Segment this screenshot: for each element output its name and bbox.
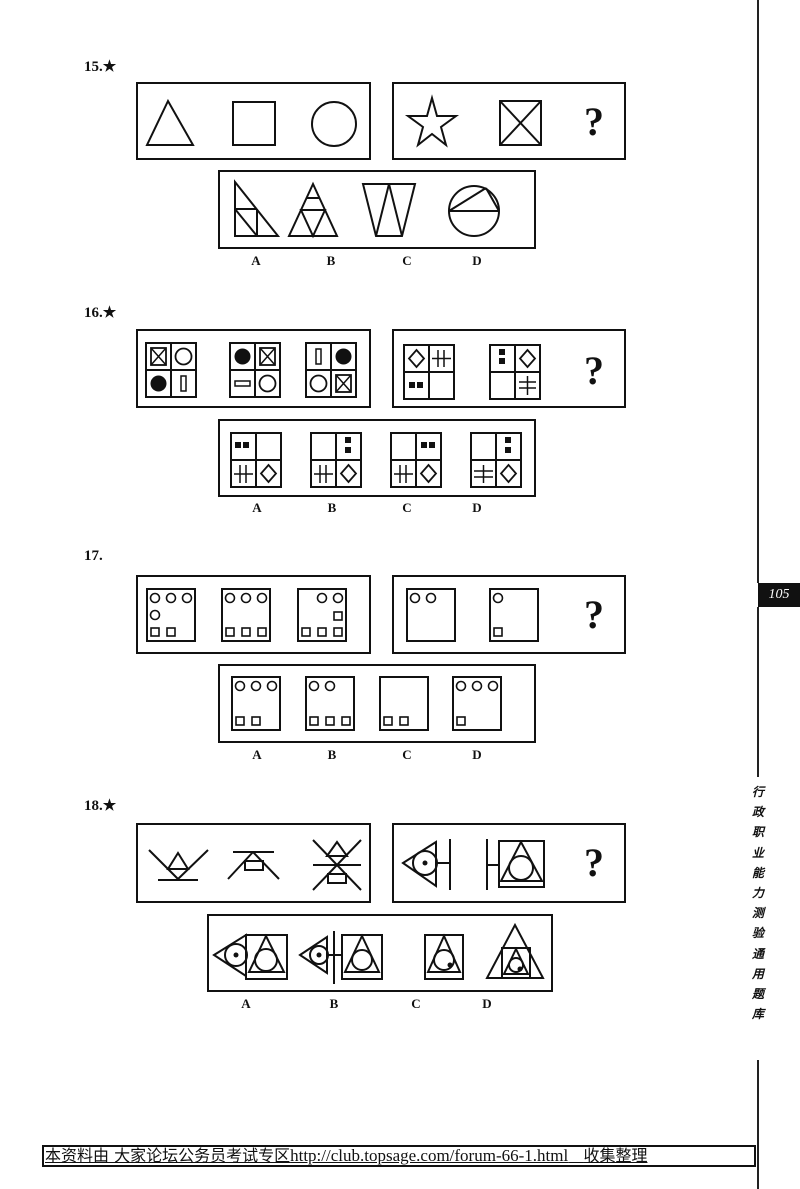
margin-rule-middle [757,607,759,777]
side-title-char: 业 [751,845,764,860]
option-label-b: B [327,500,337,515]
star-and-square-figures [404,94,542,148]
option-label-d: D [472,747,482,762]
side-title-char: 通 [751,946,764,961]
q16-options-panel [218,419,536,497]
side-title-char: 验 [751,926,764,941]
side-title-char: 能 [751,865,764,880]
question-15-number: 15.★ [84,57,116,76]
question-number: 18. [84,798,103,814]
page-number: 105 [758,583,800,607]
q17-figures-1 [146,588,347,642]
q17-figures-2 [406,588,539,642]
question-mark: ? [584,592,604,637]
side-title-char: 库 [751,1007,764,1022]
option-label-b: B [326,253,336,268]
option-label-c: C [402,747,412,762]
star-icon: ★ [102,798,117,814]
question-number: 17. [84,548,103,564]
q18-given-panel-2: ? [392,823,626,903]
margin-rule-bottom [757,1060,759,1189]
side-title-char: 力 [751,886,764,901]
side-title-char: 行 [751,785,764,799]
option-label-b: B [327,747,337,762]
star-icon: ★ [102,305,117,321]
option-label-a: A [251,253,261,268]
side-title-char: 测 [751,906,764,921]
q15-given-panel-1 [136,82,371,160]
footer-source-banner: 本资料由 大家论坛公务员考试专区http://club.topsage.com/… [42,1145,756,1167]
question-17-number: 17. [84,548,103,565]
side-title-char: 职 [751,825,764,840]
question-number: 16. [84,305,103,321]
footer-spacer [568,1147,583,1165]
side-title-char: 用 [751,966,764,981]
side-title-char: 政 [751,805,764,820]
q16-option-figures [230,432,522,488]
q16-grid-figures-1 [145,342,357,398]
question-number: 15. [84,59,103,75]
q17-options-panel [218,664,536,743]
option-label-b: B [329,996,339,1011]
option-label-a: A [252,747,262,762]
option-label-c: C [402,253,412,268]
option-label-d: D [472,500,482,515]
q15-given-panel-2: ? [392,82,626,160]
q18-options-panel [207,914,553,992]
q18-option-figures [212,922,545,984]
q18-triangle-circle-figures [401,839,545,890]
q15-option-figures [234,179,500,239]
q17-option-figures [231,676,502,731]
option-label-d: D [482,996,492,1011]
question-mark: ? [584,348,604,393]
question-mark: ? [584,840,604,885]
margin-rule-top [757,0,759,583]
q15-options-panel [218,170,536,249]
option-label-d: D [472,253,482,268]
q16-given-panel-2: ? [392,329,626,408]
q16-given-panel-1 [136,329,371,408]
question-18-number: 18.★ [84,796,116,815]
q16-grid-figures-2 [403,344,541,400]
q17-given-panel-2: ? [392,575,626,654]
q18-line-figures [148,839,362,891]
footer-prefix: 本资料由 大家论坛公务员考试专区 [45,1146,291,1165]
question-16-number: 16.★ [84,303,116,322]
option-label-a: A [252,500,262,515]
question-mark: ? [584,99,604,144]
footer-url-link[interactable]: http://club.topsage.com/forum-66-1.html [290,1146,569,1165]
q17-given-panel-1 [136,575,371,654]
side-title-char: 题 [751,987,764,1002]
footer-suffix: 收集整理 [583,1146,648,1165]
option-label-a: A [241,996,251,1011]
triangle-figure [145,98,357,147]
option-label-c: C [402,500,412,515]
star-icon: ★ [102,59,117,75]
option-label-c: C [411,996,421,1011]
q18-given-panel-1 [136,823,371,903]
side-book-title: 行 政 职 业 能 力 测 验 通 用 题 库 [748,782,768,1024]
